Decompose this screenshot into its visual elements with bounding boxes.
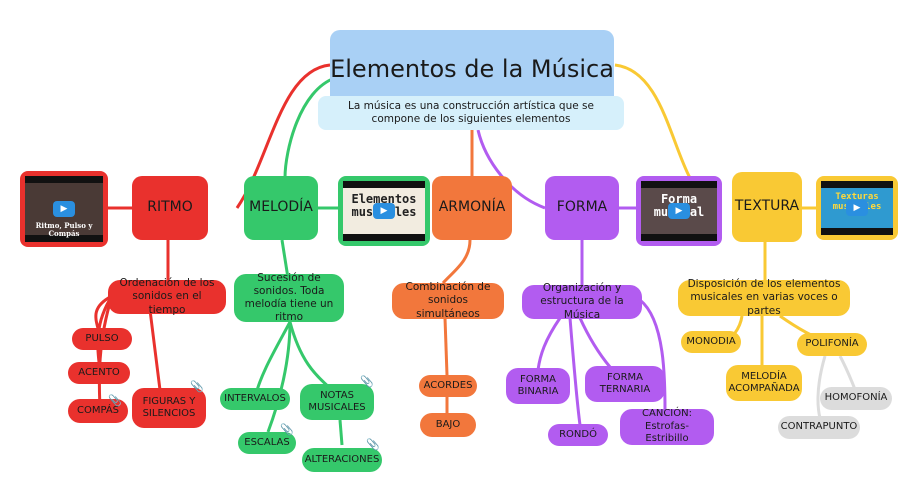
leaf-acento[interactable]: ACENTO (68, 362, 130, 384)
leaf-escalas[interactable]: ESCALAS (238, 432, 296, 454)
node-melodia[interactable]: MELODÍA (244, 176, 318, 240)
desc-armonia: Combinación de sonidos simultáneos (392, 281, 504, 320)
video-forma[interactable]: Forma musical ▶ (636, 176, 722, 246)
video-melodia[interactable]: Elementos musicales ▶ (338, 176, 430, 246)
paperclip-icon[interactable]: 📎 (280, 423, 294, 436)
leaf-monodia[interactable]: MONODIA (681, 331, 741, 353)
leaf-figuras-silencios[interactable]: FIGURAS Y SILENCIOS (132, 388, 206, 428)
desc-melodia: Sucesión de sonidos. Toda melodía tiene … (234, 272, 344, 323)
desc-forma: Organización y estructura de la Música (522, 282, 642, 321)
video-ritmo-title: Ritmo, Pulso y Compás (35, 221, 93, 238)
node-ritmo[interactable]: RITMO (132, 176, 208, 240)
root-description: La música es una construcción artística … (318, 96, 624, 130)
video-textura[interactable]: Texturas musicales ▶ (816, 176, 898, 240)
leaf-compas[interactable]: COMPÁS (68, 399, 128, 423)
leaf-cancion[interactable]: CANCIÓN: Estrofas-Estribillo (620, 408, 714, 445)
leaf-polifonia[interactable]: POLIFONÍA (797, 333, 867, 356)
leaf-intervalos[interactable]: INTERVALOS (220, 388, 290, 410)
leaf-rondo[interactable]: RONDÓ (548, 424, 608, 446)
paperclip-icon[interactable]: 📎 (190, 380, 204, 393)
node-forma[interactable]: FORMA (545, 176, 619, 240)
leaf-pulso[interactable]: PULSO (72, 328, 132, 350)
play-icon[interactable]: ▶ (53, 201, 75, 217)
video-ritmo[interactable]: Ritmo, Pulso y Compás ▶ (20, 171, 108, 247)
play-icon[interactable]: ▶ (373, 203, 395, 219)
leaf-forma-binaria[interactable]: FORMA BINARIA (506, 368, 570, 404)
root-title[interactable]: Elementos de la Música (330, 30, 614, 108)
paperclip-icon[interactable]: 📎 (366, 438, 380, 451)
leaf-forma-ternaria[interactable]: FORMA TERNARIA (585, 366, 665, 402)
leaf-homofonia[interactable]: HOMOFONÍA (820, 387, 892, 410)
desc-ritmo: Ordenación de los sonidos en el tiempo (108, 277, 226, 316)
leaf-notas-musicales[interactable]: NOTAS MUSICALES (300, 384, 374, 420)
node-textura[interactable]: TEXTURA (732, 172, 802, 242)
leaf-contrapunto[interactable]: CONTRAPUNTO (778, 416, 860, 439)
leaf-melodia-acompanada[interactable]: MELODÍA ACOMPAÑADA (726, 365, 802, 401)
node-armonia[interactable]: ARMONÍA (432, 176, 512, 240)
paperclip-icon[interactable]: 📎 (108, 394, 122, 407)
leaf-alteraciones[interactable]: ALTERACIONES (302, 448, 382, 472)
play-icon[interactable]: ▶ (846, 200, 868, 216)
leaf-bajo[interactable]: BAJO (420, 413, 476, 437)
desc-textura: Disposición de los elementos musicales e… (678, 278, 850, 317)
leaf-acordes[interactable]: ACORDES (419, 375, 477, 397)
paperclip-icon[interactable]: 📎 (360, 375, 374, 388)
play-icon[interactable]: ▶ (668, 203, 690, 219)
